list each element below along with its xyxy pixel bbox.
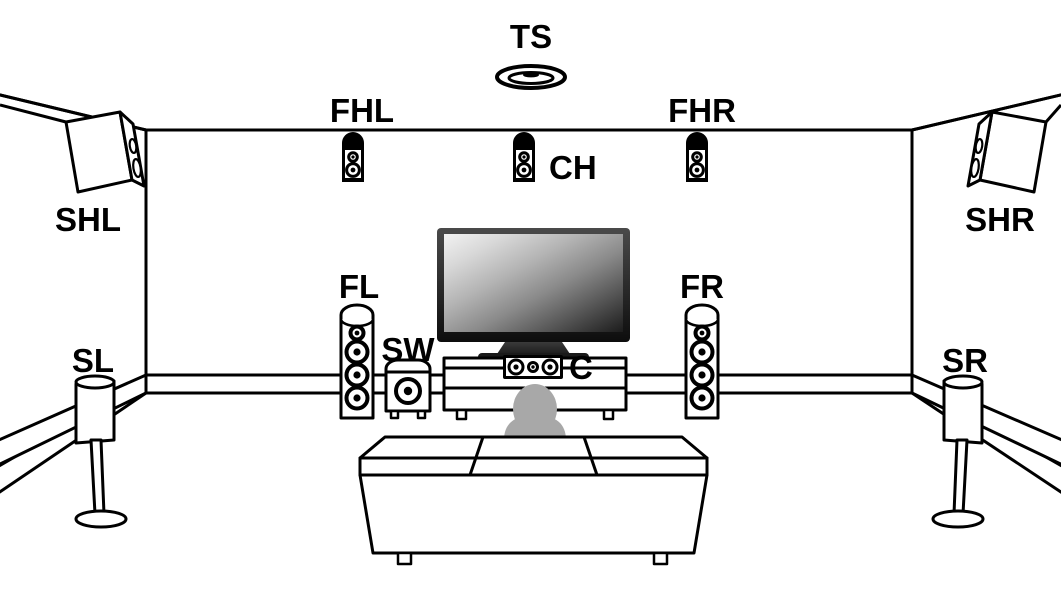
sr-stand-base xyxy=(931,509,985,529)
speaker-sl-surround xyxy=(74,374,128,529)
fr-tweeter-dust xyxy=(699,330,705,336)
three-seat-sofa xyxy=(358,435,709,566)
shl-woofer xyxy=(132,157,142,179)
label-shl: SHL xyxy=(55,201,121,238)
fl-woofer-upper-dust xyxy=(353,371,361,379)
fhl-tweeter-dust xyxy=(351,155,355,159)
tv-screen xyxy=(444,234,623,332)
speaker-sr-surround xyxy=(931,374,985,529)
shl-tweeter xyxy=(128,137,138,155)
sr-stand-pole xyxy=(952,438,969,516)
label-fhr: FHR xyxy=(668,92,736,129)
sofa-leg-left xyxy=(396,551,413,566)
label-fhl: FHL xyxy=(330,92,394,129)
label-sr: SR xyxy=(942,342,988,379)
speaker-fhr xyxy=(686,132,708,182)
floor-left-line xyxy=(0,391,147,494)
sw-foot-left xyxy=(389,409,400,420)
ch-woofer-dust xyxy=(521,167,527,173)
sw-foot-right xyxy=(416,409,427,420)
label-ts: TS xyxy=(510,18,552,55)
sr-top xyxy=(942,374,984,390)
sr-body xyxy=(942,379,984,445)
fhr-tweeter-dust xyxy=(695,155,699,159)
fr-woofer-lower-dust xyxy=(698,394,706,402)
speaker-shl xyxy=(0,103,146,194)
sofa-leg-right xyxy=(652,551,669,566)
fl-tweeter-dust xyxy=(354,330,360,336)
shr-tweeter xyxy=(974,137,984,155)
center-woofer-right-dust xyxy=(547,364,553,370)
fr-woofer-upper-dust xyxy=(698,371,706,379)
sl-stand-pole xyxy=(89,438,106,516)
cabinet-foot-right xyxy=(602,408,615,421)
speaker-fr-tower xyxy=(684,303,720,420)
fhr-woofer-dust xyxy=(694,167,700,173)
label-fl: FL xyxy=(339,268,379,305)
sofa-cushion-seam-right xyxy=(582,436,599,476)
label-ch: CH xyxy=(549,149,597,186)
sw-driver-dust xyxy=(403,386,413,396)
fr-midrange-dust xyxy=(698,348,706,356)
center-tweeter-dust xyxy=(531,365,535,369)
shr-woofer xyxy=(970,157,980,179)
ch-tweeter-dust xyxy=(522,155,526,159)
label-c: C xyxy=(569,349,593,386)
cabinet-foot-left xyxy=(455,408,468,421)
center-woofer-left-dust xyxy=(513,364,519,370)
sofa-cushion-seam-left xyxy=(468,436,485,476)
speaker-ts-ceiling xyxy=(495,64,567,90)
speaker-fhl xyxy=(342,132,364,182)
speaker-subwoofer xyxy=(384,358,432,420)
person-head xyxy=(513,384,557,434)
shl-mount-line xyxy=(0,103,67,124)
label-sw: SW xyxy=(381,331,435,368)
speaker-ch xyxy=(513,132,535,182)
television xyxy=(437,228,630,361)
speaker-shr xyxy=(966,104,1061,194)
floor-right-line xyxy=(911,391,1061,494)
shr-mount-line xyxy=(1044,104,1061,123)
ceiling-edge xyxy=(0,93,1061,132)
sl-stand-base xyxy=(74,509,128,529)
speaker-fl-tower xyxy=(339,303,375,420)
ts-inner-cone xyxy=(507,71,555,85)
sofa-body xyxy=(358,473,709,555)
label-fr: FR xyxy=(680,268,724,305)
sl-body xyxy=(74,379,116,445)
sofa-backrest-top xyxy=(358,435,709,460)
fl-woofer-lower-dust xyxy=(353,394,361,402)
fl-midrange-dust xyxy=(353,348,361,356)
speaker-center-channel xyxy=(503,355,563,379)
fhl-woofer-dust xyxy=(350,167,356,173)
label-shr: SHR xyxy=(965,201,1035,238)
label-sl: SL xyxy=(72,342,114,379)
sofa-back-cushions xyxy=(358,456,709,477)
sl-top xyxy=(74,374,116,390)
ts-dust-cap xyxy=(523,72,539,78)
